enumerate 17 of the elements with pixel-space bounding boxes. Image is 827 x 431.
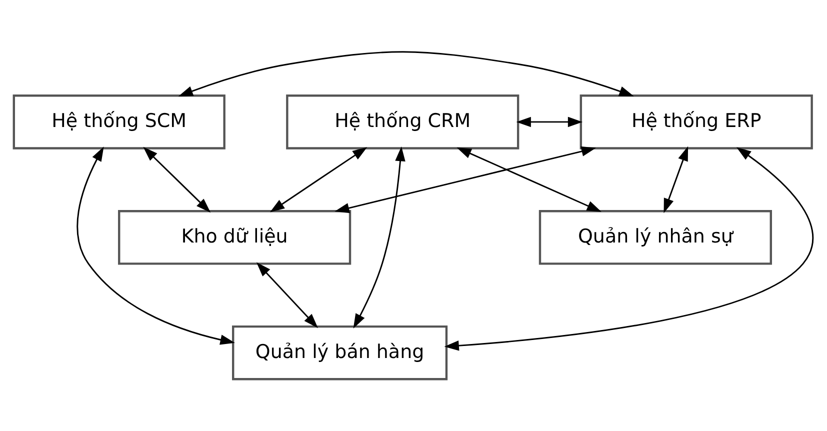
arrow (516, 116, 583, 128)
node-box: Hệ thống SCM (12, 94, 226, 150)
node-box: Hệ thống CRM (286, 94, 520, 150)
node-box: Quản lý bán hàng (232, 325, 448, 380)
node-box: Hệ thống ERP (580, 94, 813, 150)
arrow (270, 147, 368, 212)
arrow (76, 146, 235, 345)
node-box: Kho dữ liệu (118, 210, 352, 265)
node-box: Quản lý nhân sự (538, 210, 772, 265)
arrow (664, 146, 688, 214)
arrow (256, 262, 318, 328)
arrow (143, 146, 211, 213)
arrow (444, 147, 814, 351)
arrow (334, 146, 596, 214)
arrow (456, 147, 602, 212)
arrow (178, 51, 634, 96)
arrow (353, 146, 406, 328)
